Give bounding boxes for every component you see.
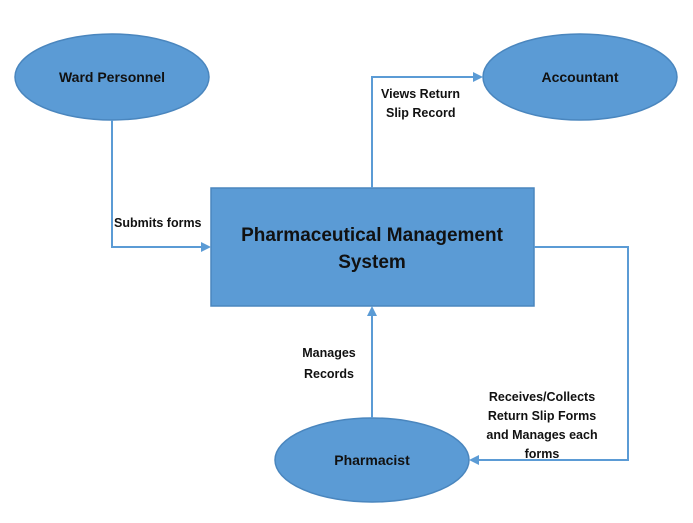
receives-label-line3: and Manages each — [486, 428, 597, 442]
receives-label-line2: Return Slip Forms — [488, 409, 596, 423]
pharmacist-label: Pharmacist — [334, 452, 410, 468]
accountant-label: Accountant — [542, 69, 619, 85]
pharmaceutical-management-system-node: Pharmaceutical Management System — [210, 187, 535, 307]
submits-forms-label: Submits forms — [114, 216, 202, 230]
submits-forms-arrow — [111, 120, 211, 252]
system-label-line2: System — [338, 252, 406, 273]
views-return-label-line1: Views Return — [381, 87, 460, 101]
receives-label-line4: forms — [525, 447, 560, 461]
pharmacist-node: Pharmacist — [274, 417, 470, 503]
ward-personnel-label: Ward Personnel — [59, 69, 165, 85]
manages-records-label-line2: Records — [304, 367, 354, 381]
ward-personnel-node: Ward Personnel — [14, 33, 210, 121]
receives-label-line1: Receives/Collects — [489, 390, 595, 404]
views-return-label-line2: Slip Record — [386, 106, 455, 120]
receives-collects-arrow — [469, 246, 629, 465]
views-return-slip-arrow — [371, 72, 483, 188]
manages-records-label-line1: Manages — [302, 346, 356, 360]
system-label-line1: Pharmaceutical Management — [241, 225, 504, 246]
accountant-node: Accountant — [482, 33, 678, 121]
